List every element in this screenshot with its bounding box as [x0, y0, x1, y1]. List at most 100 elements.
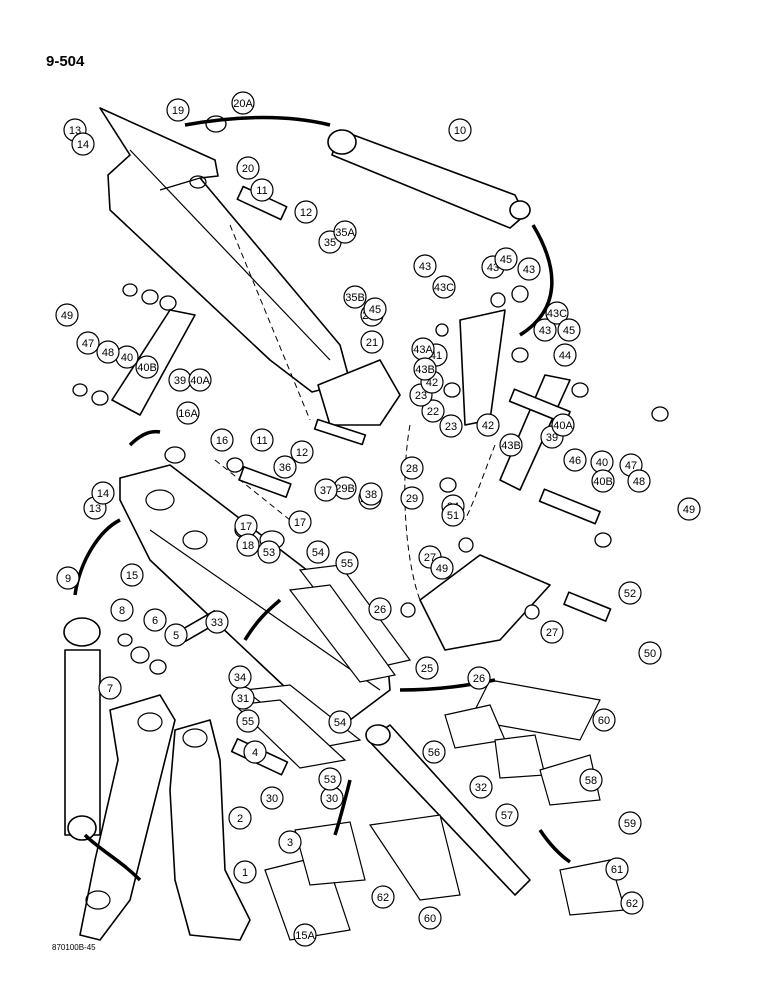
- callout-label: 43: [539, 325, 551, 337]
- callout-label: 12: [300, 207, 312, 219]
- callout-label: 34: [234, 672, 246, 684]
- callout-label: 1: [242, 867, 248, 879]
- callout-label: 40A: [190, 375, 210, 387]
- callout-circle: [413, 254, 437, 278]
- callout-circle: [273, 455, 297, 479]
- callout-circle: [288, 510, 312, 534]
- callout-label: 55: [242, 716, 254, 728]
- callout-label: 39: [174, 375, 186, 387]
- callout-circle: [110, 598, 134, 622]
- callout-circle: [290, 440, 314, 464]
- callout-label: 50: [644, 648, 656, 660]
- callout-label: 49: [683, 504, 695, 516]
- callout-circle: [430, 556, 454, 580]
- callout-label: 60: [424, 913, 436, 925]
- callout-circle: [368, 597, 392, 621]
- callout-label: 12: [296, 447, 308, 459]
- callout-label: 17: [294, 517, 306, 529]
- callout-label: 44: [559, 350, 571, 362]
- callout-circle: [210, 428, 234, 452]
- callout-circle: [205, 610, 229, 634]
- callout-label: 11: [256, 435, 267, 447]
- callout-circle: [333, 220, 357, 244]
- callout-label: 30: [266, 793, 278, 805]
- callout-circle: [260, 786, 284, 810]
- callout-label: 39: [546, 432, 558, 444]
- callout-label: 13: [89, 503, 101, 515]
- callout-label: 14: [77, 139, 89, 151]
- callout-circle: [432, 275, 456, 299]
- callout-circle: [677, 497, 701, 521]
- callout-circle: [176, 401, 200, 425]
- callout-label: 20: [242, 163, 254, 175]
- callout-label: 53: [324, 774, 336, 786]
- callout-circle: [294, 200, 318, 224]
- callout-label: 49: [436, 563, 448, 575]
- callout-circle: [236, 156, 260, 180]
- callout-label: 10: [454, 125, 466, 137]
- callout-circle: [545, 301, 569, 325]
- callout-label: 47: [625, 460, 637, 472]
- callout-circle: [476, 413, 500, 437]
- callout-circle: [557, 318, 581, 342]
- callout-label: 61: [611, 864, 623, 876]
- callout-circle: [314, 478, 338, 502]
- callout-circle: [76, 331, 100, 355]
- callout-circle: [236, 533, 260, 557]
- callout-label: 29: [406, 493, 418, 505]
- callout-circle: [563, 448, 587, 472]
- boom-cylinder-9: [63, 617, 101, 841]
- callout-label: 20A: [233, 98, 253, 110]
- callout-label: 9: [65, 573, 71, 585]
- callout-label: 28: [406, 463, 418, 475]
- callout-label: 40: [596, 457, 608, 469]
- callout-circle: [400, 486, 424, 510]
- callout-label: 15: [126, 570, 138, 582]
- callout-label: 43: [487, 262, 499, 274]
- callout-label: 32: [475, 782, 487, 794]
- boom-cylinder-10: [327, 129, 531, 229]
- callout-circle: [228, 665, 252, 689]
- callout-label: 7: [107, 683, 113, 695]
- callout-label: 54: [312, 547, 324, 559]
- callout-label: 55: [341, 558, 353, 570]
- callout-label: 29B: [335, 483, 355, 495]
- callout-label: 56: [428, 747, 440, 759]
- callout-circle: [164, 623, 188, 647]
- callout-circle: [231, 91, 255, 115]
- callout-label: 3: [287, 837, 293, 849]
- callout-circle: [441, 503, 465, 527]
- callout-label: 38: [365, 489, 377, 501]
- callout-circle: [318, 767, 342, 791]
- callout-label: 33: [211, 617, 223, 629]
- main-frame-arms: [79, 694, 251, 941]
- callout-circle: [605, 857, 629, 881]
- callout-circle: [55, 303, 79, 327]
- callout-label: 35A: [335, 227, 355, 239]
- callout-label: 37: [320, 485, 332, 497]
- callout-label: 59: [624, 818, 636, 830]
- callout-circle: [188, 368, 212, 392]
- callout-circle: [618, 811, 642, 835]
- callout-label: 25: [421, 663, 433, 675]
- callout-circle: [243, 740, 267, 764]
- callout-circle: [360, 330, 384, 354]
- callout-circle: [467, 666, 491, 690]
- callout-label: 35: [324, 237, 336, 249]
- callout-circle: [250, 178, 274, 202]
- callout-circle: [413, 357, 437, 381]
- callout-circle: [551, 413, 575, 437]
- callout-circle: [591, 469, 615, 493]
- callout-label: 58: [585, 775, 597, 787]
- callout-circle: [71, 132, 95, 156]
- callout-label: 19: [172, 105, 184, 117]
- callout-label: 46: [569, 455, 581, 467]
- callout-circle: [306, 540, 330, 564]
- callout-label: 17: [240, 521, 252, 533]
- callout-label: 54: [334, 717, 346, 729]
- callout-circle: [233, 860, 257, 884]
- callout-label: 36: [279, 462, 291, 474]
- callout-circle: [448, 118, 472, 142]
- cylinder-32: [365, 724, 531, 896]
